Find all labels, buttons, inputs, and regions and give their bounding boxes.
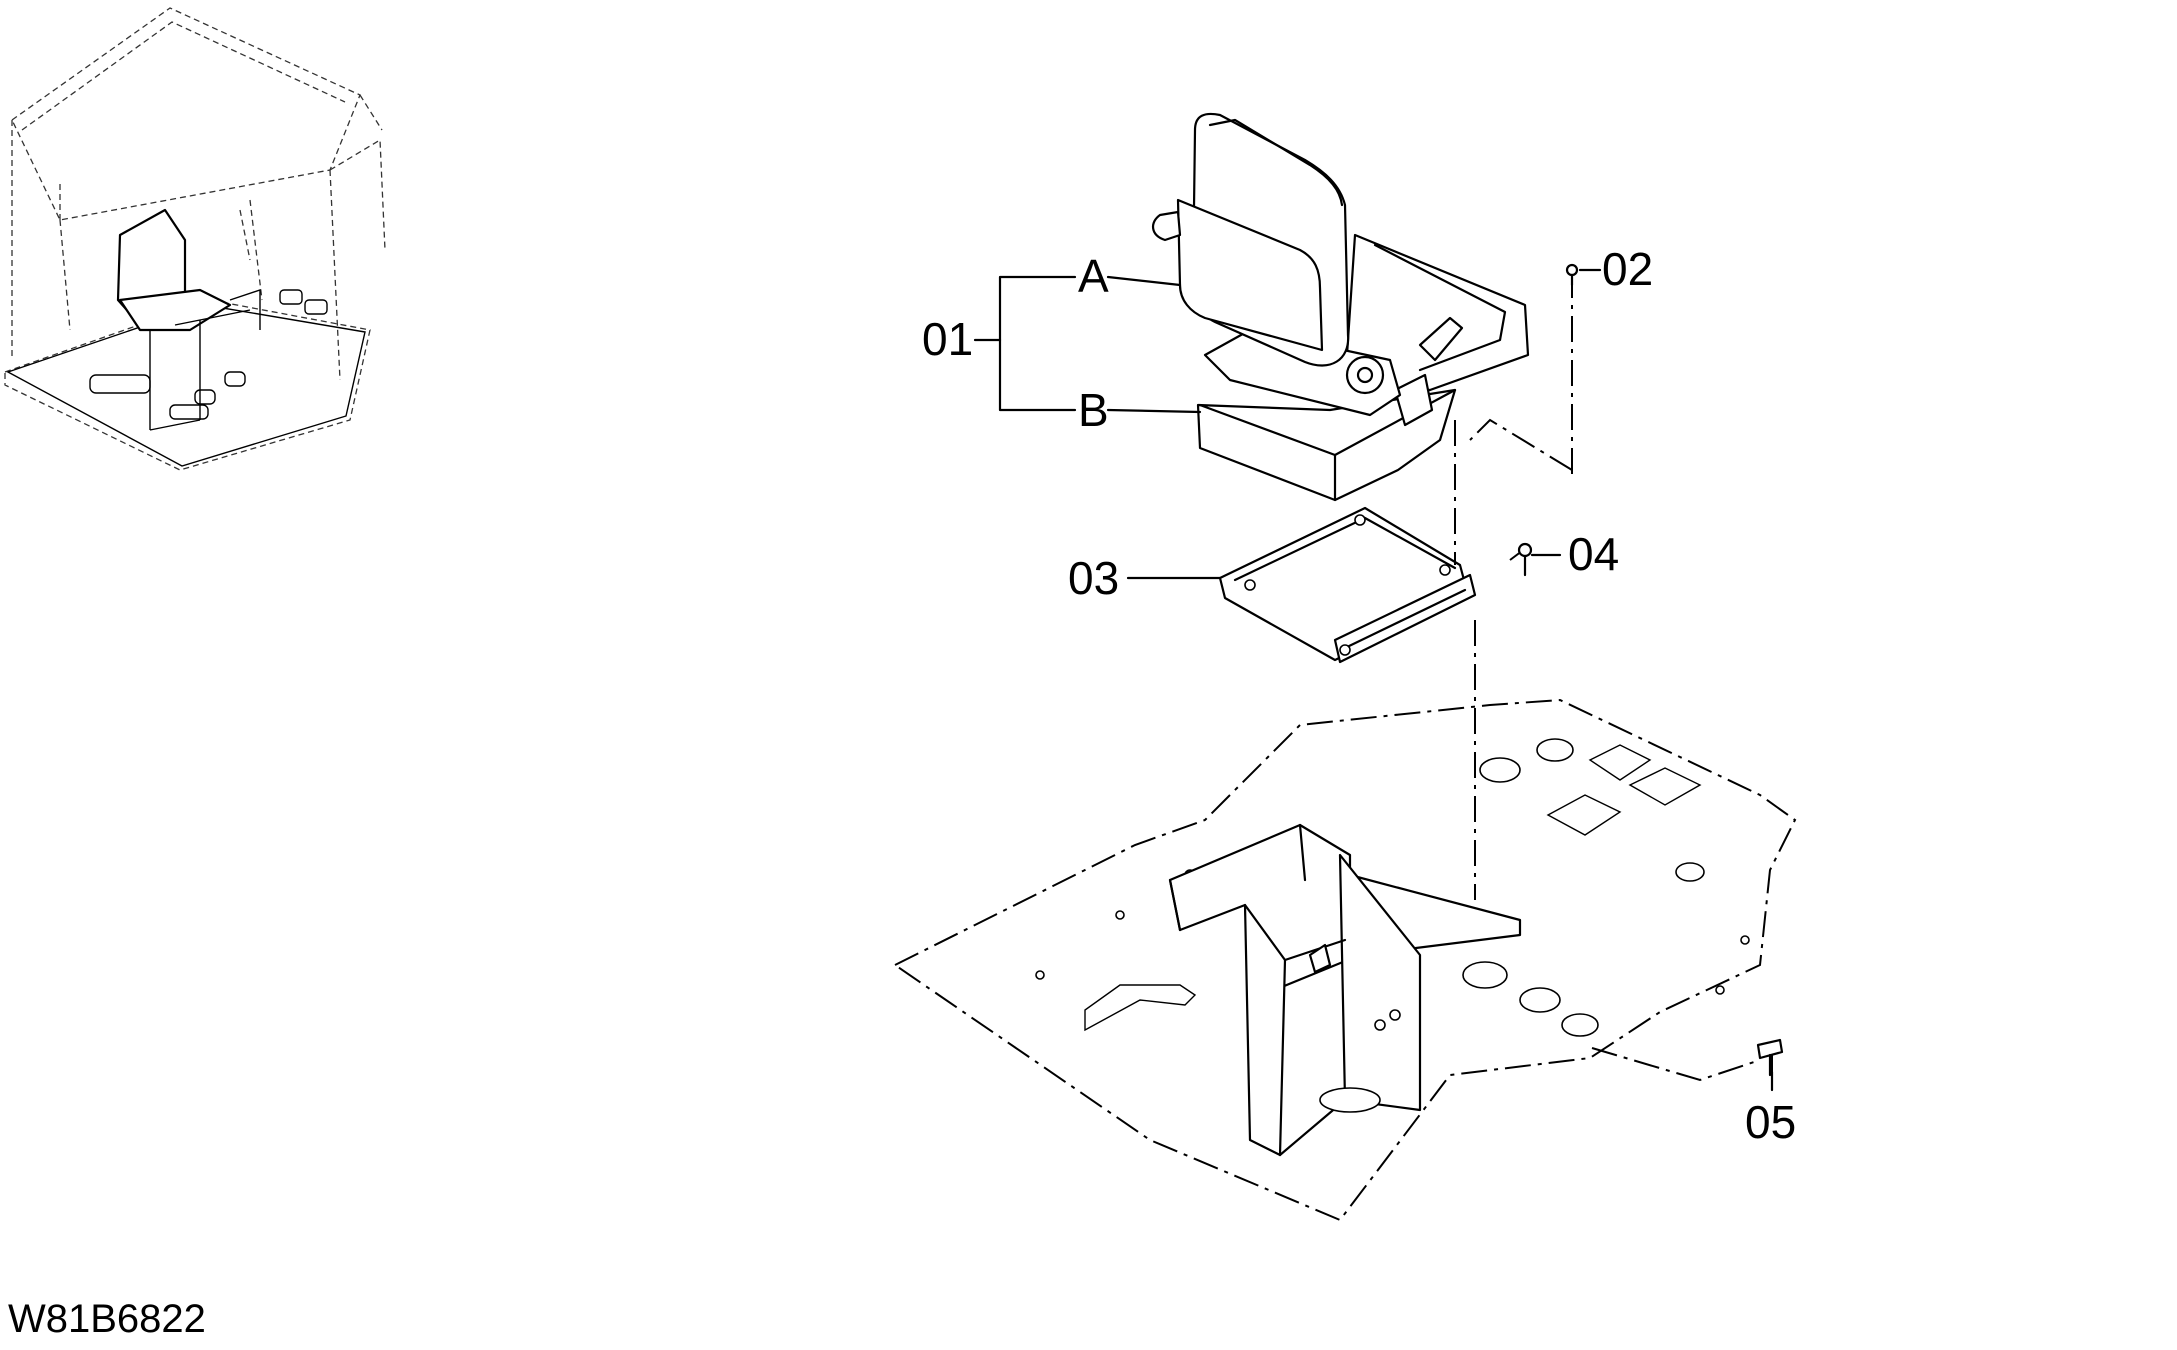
bolt-04 (1517, 542, 1533, 577)
callout-05: 05 (1745, 1096, 1796, 1148)
seat-slide-plate (1218, 506, 1477, 664)
callout-04: 04 (1568, 528, 1619, 580)
drawing-code: W81B6822 (8, 1297, 206, 1341)
callout-01: 01 (922, 313, 973, 365)
leader-lines (973, 268, 1774, 1092)
callout-b: B (1078, 384, 1109, 436)
seat-assembly (1152, 112, 1530, 502)
bolt-02 (1565, 263, 1579, 287)
cab-overview-inset (4, 7, 386, 471)
bolt-05 (1756, 1038, 1784, 1077)
cab-floor-plate (893, 698, 1797, 1222)
assembly-center-lines (1454, 272, 1773, 1082)
callout-02: 02 (1602, 243, 1653, 295)
callout-03: 03 (1068, 552, 1119, 604)
callout-a: A (1078, 250, 1109, 302)
seat-stand-bracket (1168, 823, 1522, 1157)
